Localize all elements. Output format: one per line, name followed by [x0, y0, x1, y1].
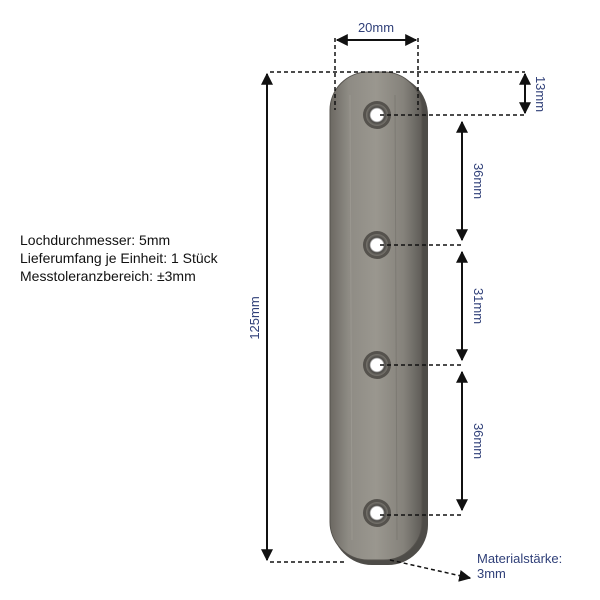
total-length-label: 125mm — [247, 296, 262, 339]
mounting-hole-2 — [363, 231, 391, 259]
tolerance-text: Messtoleranzbereich: ±3mm — [20, 268, 196, 284]
top-offset-label: 13mm — [533, 76, 548, 112]
spec-info: Lochdurchmesser: 5mm Lieferumfang je Ein… — [20, 231, 218, 285]
delivery-scope-text: Lieferumfang je Einheit: 1 Stück — [20, 250, 218, 266]
gap-2-label: 31mm — [471, 288, 486, 324]
plate-body — [329, 71, 423, 561]
hole-diameter-text: Lochdurchmesser: 5mm — [20, 232, 171, 248]
material-value: 3mm — [477, 566, 506, 581]
mounting-hole-4 — [363, 499, 391, 527]
mounting-hole-3 — [363, 351, 391, 379]
width-label: 20mm — [358, 20, 394, 35]
guide-lines — [270, 38, 525, 579]
gap-1-label: 36mm — [471, 163, 486, 199]
mounting-hole-1 — [363, 101, 391, 129]
material-arrow — [458, 569, 472, 582]
metal-plate — [329, 71, 428, 565]
material-label: Materialstärke: — [477, 551, 562, 566]
gap-3-label: 36mm — [471, 423, 486, 459]
